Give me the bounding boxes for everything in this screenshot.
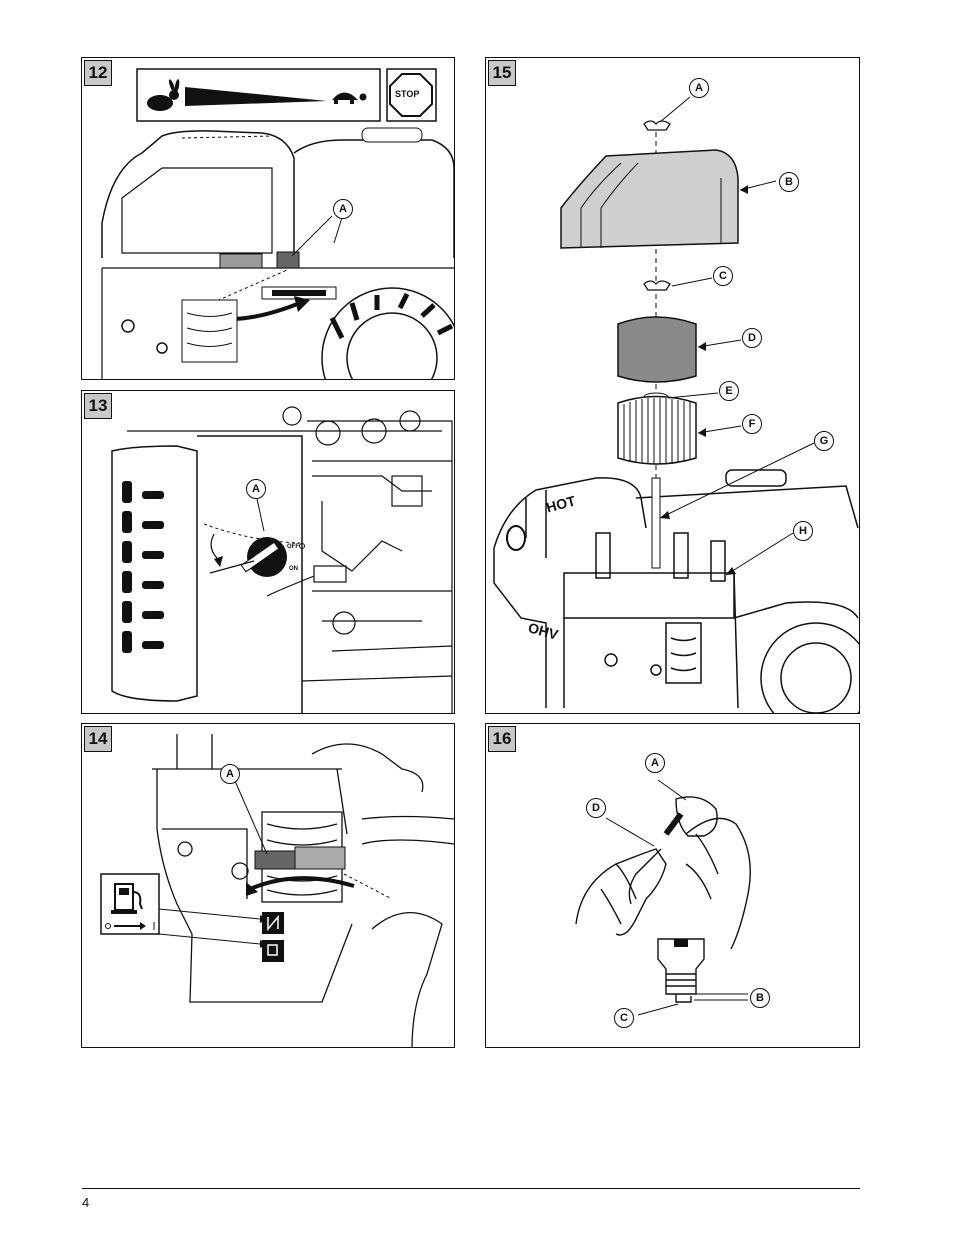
figure-16: 16 A B C D <box>485 723 860 1048</box>
callout-a: A <box>220 764 240 784</box>
figure-15: 15 <box>485 57 860 714</box>
callout-d: D <box>742 328 762 348</box>
callout-b: B <box>779 172 799 192</box>
page-number: 4 <box>82 1195 90 1210</box>
footer-rule <box>82 1188 860 1189</box>
figure-number: 16 <box>488 726 516 752</box>
fuel-pump-icon <box>111 883 143 914</box>
figure-12: 12 <box>81 57 455 380</box>
spark-plug-illustration <box>575 779 751 1016</box>
figure-13: 13 <box>81 390 455 714</box>
callout-a: A <box>645 753 665 773</box>
callout-h: H <box>793 521 813 541</box>
stop-sign-text: STOP <box>395 89 420 99</box>
figure-14: 14 <box>81 723 455 1048</box>
air-filter-exploded-view <box>493 96 859 713</box>
figure-number: 15 <box>488 60 516 86</box>
figure-number: 14 <box>84 726 112 752</box>
throttle-illustration <box>101 68 454 379</box>
callout-b: B <box>750 988 770 1008</box>
callout-e: E <box>719 381 739 401</box>
callout-g: G <box>814 431 834 451</box>
rabbit-icon <box>147 79 180 111</box>
callout-a: A <box>333 199 353 219</box>
on-label: ON <box>289 566 298 572</box>
callout-a: A <box>246 479 266 499</box>
callout-d: D <box>586 798 606 818</box>
callout-c: C <box>713 266 733 286</box>
figure-number: 13 <box>84 393 112 419</box>
callout-f: F <box>742 414 762 434</box>
fuel-valve-icon <box>262 940 284 962</box>
fuel-valve-illustration <box>111 406 453 713</box>
callout-c: C <box>614 1008 634 1028</box>
off-label: OFF <box>287 544 299 550</box>
stop-sign-icon <box>389 73 433 117</box>
callout-a: A <box>689 78 709 98</box>
figure-number: 12 <box>84 60 112 86</box>
choke-illustration <box>100 734 454 1047</box>
turtle-icon <box>332 92 367 104</box>
